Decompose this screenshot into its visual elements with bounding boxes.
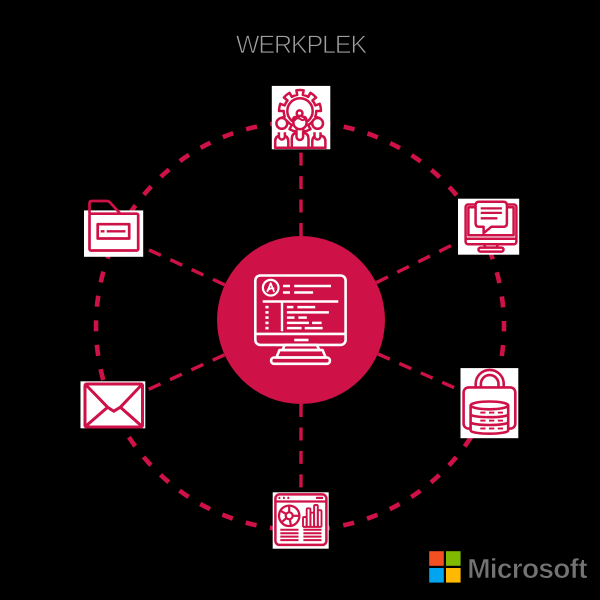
svg-text:WERKPLEK: WERKPLEK <box>236 31 368 59</box>
svg-text:Microsoft: Microsoft <box>467 553 587 584</box>
